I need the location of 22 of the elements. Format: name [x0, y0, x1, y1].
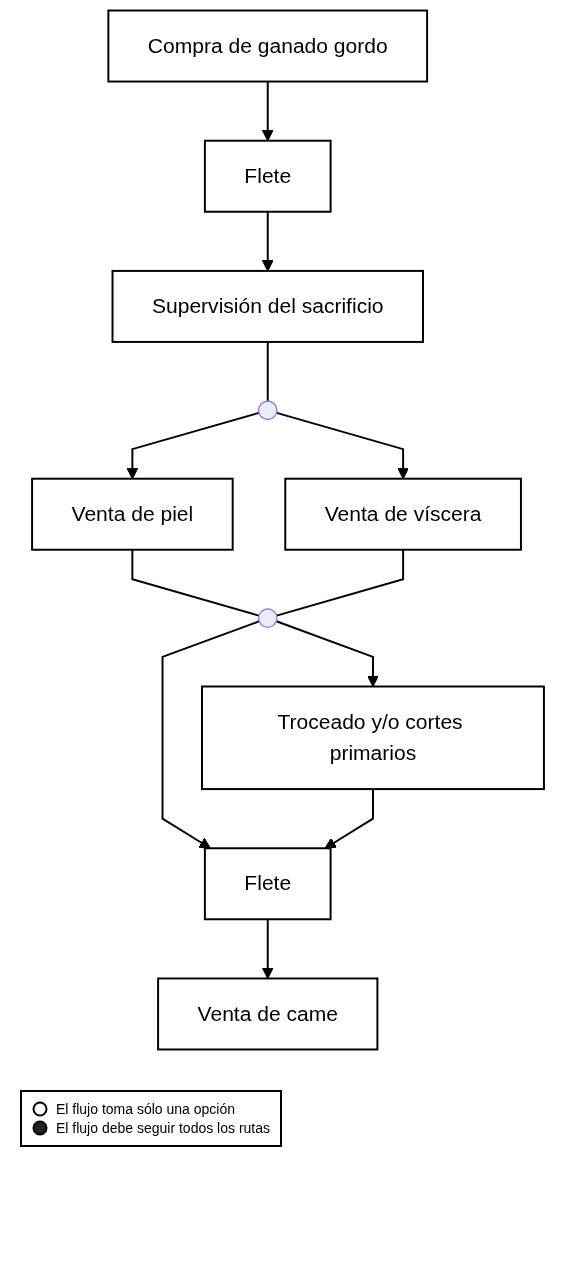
arrow	[324, 788, 374, 849]
node-box: Venta de came	[157, 977, 379, 1051]
arrow	[161, 620, 261, 849]
arrow	[261, 80, 274, 142]
node-circle	[257, 608, 278, 628]
arrow	[275, 411, 409, 480]
legend-text: El flujo debe seguir todos los rutas	[56, 1120, 270, 1136]
node-circle	[257, 400, 278, 421]
arrow	[261, 210, 274, 272]
node-box: Troceado y/o cortes primarios	[201, 685, 545, 791]
node-box: Flete	[203, 847, 332, 921]
arrow	[126, 411, 260, 480]
connector	[131, 548, 260, 617]
connector	[266, 340, 269, 403]
legend-text: El flujo toma sólo una opción	[56, 1101, 235, 1117]
node-box: Flete	[203, 139, 332, 213]
arrow	[275, 620, 379, 688]
node-box: Venta de piel	[31, 477, 234, 551]
node-box: Compra de ganado gordo	[107, 9, 429, 83]
arrow	[261, 918, 274, 979]
node-box: Supervisión del sacrificio	[111, 269, 424, 343]
node-box: Venta de víscera	[284, 477, 522, 551]
